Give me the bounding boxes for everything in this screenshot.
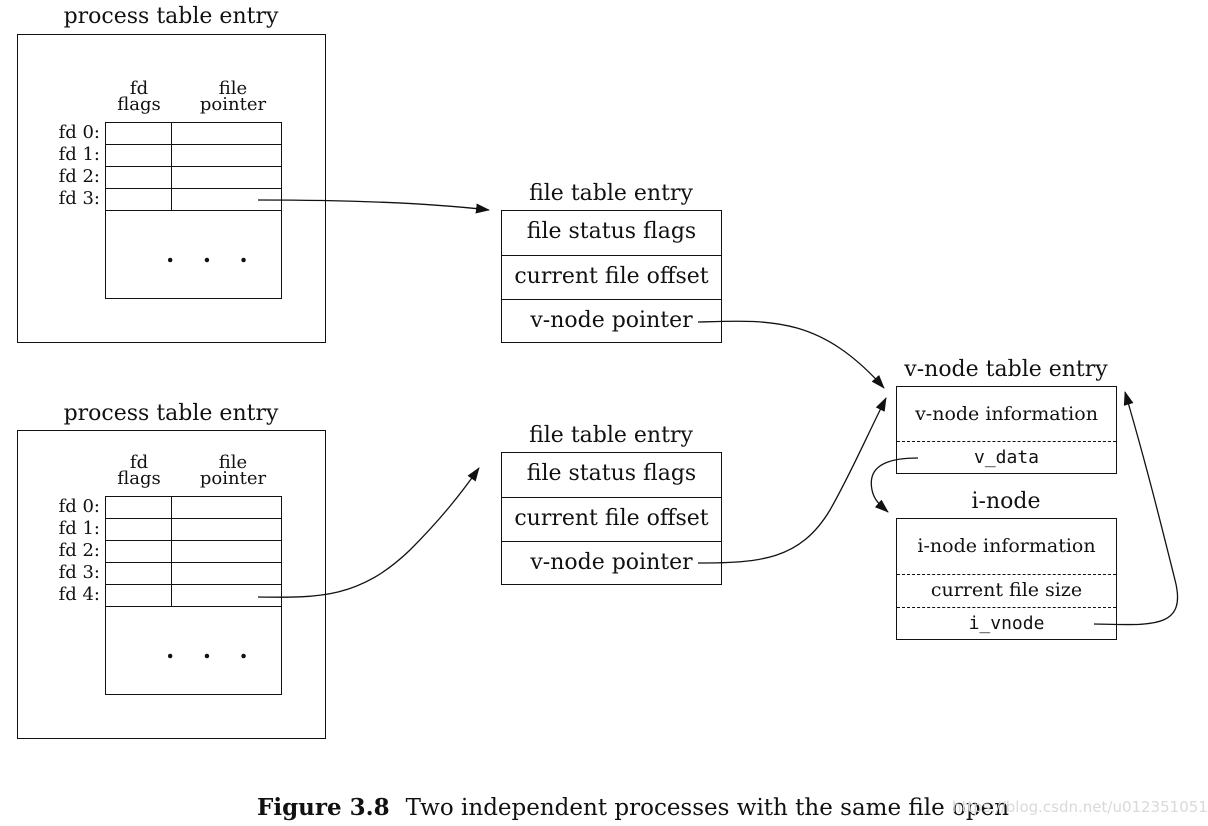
file-pointer-header: file pointer — [178, 78, 288, 115]
fd-label: fd 3: — [58, 562, 100, 583]
fd-flags-header-line2: flags — [117, 94, 161, 115]
fd-row — [106, 541, 281, 563]
file-pointer-header-line2: pointer — [199, 468, 267, 489]
process-table-2: fd flags file pointer fd 0: fd 1: fd 2: … — [17, 430, 326, 739]
file-pointer-header-line2: pointer — [199, 94, 267, 115]
fd-row — [106, 189, 281, 211]
arrow-vnode-pointer-1-to-vnode — [697, 320, 885, 389]
fd-flags-header-line1: fd — [129, 78, 149, 99]
vnode-table-title: v-node table entry — [904, 357, 1108, 382]
current-file-size-row: current file size — [897, 574, 1116, 607]
fd-label: fd 2: — [58, 540, 100, 561]
fd-label: fd 1: — [58, 518, 100, 539]
file-table-2: file status flags current file offset v-… — [501, 452, 722, 585]
fd-flags-header: fd flags — [106, 78, 172, 115]
fd-label: fd 2: — [58, 166, 100, 187]
vnode-pointer-row: v-node pointer — [502, 299, 721, 343]
v-data-row: v_data — [897, 441, 1116, 473]
vnode-table: v-node information v_data — [896, 386, 1117, 474]
fd-label: fd 4: — [58, 584, 100, 605]
process-table-2-title: process table entry — [63, 401, 279, 426]
current-file-offset-row: current file offset — [502, 255, 721, 299]
figure-caption: Figure 3.8 Two independent processes with… — [257, 794, 1009, 821]
file-table-1: file status flags current file offset v-… — [501, 210, 722, 343]
fd-label: fd 0: — [58, 496, 100, 517]
inode-information-row: i-node information — [917, 535, 1096, 557]
fd-flags-header: fd flags — [106, 452, 172, 489]
file-pointer-header-line1: file — [218, 452, 248, 473]
inode-title: i-node — [971, 489, 1041, 514]
fd-table: . . . — [105, 496, 282, 695]
file-pointer-header: file pointer — [178, 452, 288, 489]
fd-row — [106, 167, 281, 189]
current-file-offset-row: current file offset — [502, 497, 721, 541]
process-table-1: fd flags file pointer fd 0: fd 1: fd 2: … — [17, 34, 326, 343]
file-status-flags-row: file status flags — [526, 461, 697, 486]
ellipsis: . . . — [166, 239, 258, 268]
fd-row — [106, 585, 281, 607]
fd-row — [106, 123, 281, 145]
vnode-information-row: v-node information — [915, 403, 1098, 425]
arrow-vnode-pointer-2-to-vnode — [697, 397, 887, 564]
watermark: https://blog.csdn.net/u012351051 — [952, 798, 1208, 816]
fd-flags-header-line2: flags — [117, 468, 161, 489]
fd-row — [106, 563, 281, 585]
fd-label: fd 0: — [58, 122, 100, 143]
file-table-1-title: file table entry — [529, 181, 693, 206]
figure-label: Figure 3.8 — [257, 794, 390, 821]
file-table-2-title: file table entry — [529, 423, 693, 448]
figure-text: Two independent processes with the same … — [405, 795, 1010, 821]
file-status-flags-row: file status flags — [526, 219, 697, 244]
i-vnode-row: i_vnode — [897, 607, 1116, 639]
fd-table: . . . — [105, 122, 282, 299]
fd-label: fd 3: — [58, 188, 100, 209]
fd-row — [106, 497, 281, 519]
fd-flags-header-line1: fd — [129, 452, 149, 473]
fd-row — [106, 519, 281, 541]
process-table-1-title: process table entry — [63, 4, 279, 29]
fd-label: fd 1: — [58, 144, 100, 165]
ellipsis: . . . — [166, 635, 258, 664]
fd-row — [106, 145, 281, 167]
inode-table: i-node information current file size i_v… — [896, 518, 1117, 640]
vnode-pointer-row: v-node pointer — [502, 541, 721, 585]
file-pointer-header-line1: file — [218, 78, 248, 99]
